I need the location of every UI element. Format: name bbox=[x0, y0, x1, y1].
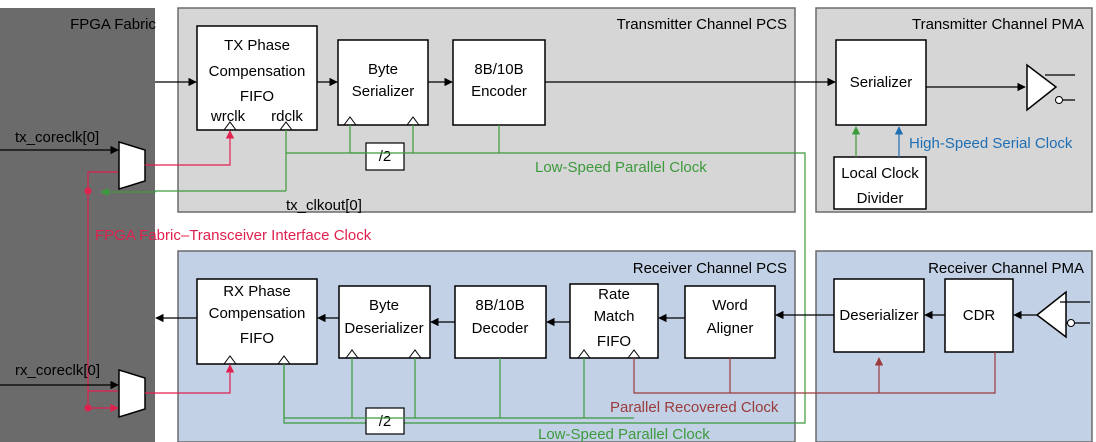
high-speed-clock-label: High-Speed Serial Clock bbox=[909, 135, 1073, 152]
rx-rate-match-clock-triangle-a bbox=[577, 349, 591, 359]
rx-rate-match-fifo bbox=[569, 283, 659, 359]
rx-byte-deserializer-clock-triangle-b bbox=[408, 349, 422, 359]
rx-rate-match-label-3: FIFO bbox=[597, 333, 631, 350]
rx-pcs-title: Receiver Channel PCS bbox=[633, 260, 787, 277]
rx-input-invert-bubble bbox=[1067, 319, 1075, 327]
tx-encoder-label-1: 8B/10B bbox=[474, 61, 523, 78]
rx-deserializer bbox=[833, 278, 925, 353]
tx-byte-serializer-clock-triangle-b bbox=[406, 116, 420, 126]
rx-phase-fifo-label-1: RX Phase bbox=[223, 283, 291, 300]
rx-div2-label: /2 bbox=[379, 413, 392, 430]
tx-byte-serializer-clock-triangle-a bbox=[343, 116, 357, 126]
interface-clock-junction-bottom bbox=[84, 404, 92, 412]
tx-byte-serializer bbox=[337, 39, 429, 126]
rx-rate-match-label-1: Rate bbox=[598, 286, 630, 303]
tx-encoder-label-2: Encoder bbox=[471, 83, 527, 100]
rx-byte-deserializer-label-1: Byte bbox=[369, 297, 399, 314]
rx-byte-deserializer-clock-triangle-a bbox=[345, 349, 359, 359]
recovered-clock-label: Parallel Recovered Clock bbox=[610, 399, 779, 416]
rx-div2-block bbox=[365, 407, 405, 435]
tx-clock-mux-icon bbox=[118, 140, 146, 191]
tx-output-invert-bubble bbox=[1055, 96, 1063, 104]
tx-pma-title: Transmitter Channel PMA bbox=[912, 16, 1084, 33]
fpga-fabric-title: FPGA Fabric bbox=[70, 16, 156, 33]
rx-cdr bbox=[944, 278, 1014, 353]
rx-word-aligner-label-2: Aligner bbox=[707, 320, 754, 337]
rx-decoder-label-2: Decoder bbox=[472, 320, 529, 337]
interface-clock-line bbox=[87, 171, 119, 413]
tx-rdclk-label: rdclk bbox=[271, 108, 303, 125]
tx-wrclk-line bbox=[145, 130, 235, 166]
interface-clock-label: FPGA Fabric–Transceiver Interface Clock bbox=[95, 227, 372, 244]
tx-div2-block bbox=[365, 142, 405, 171]
tx-serializer bbox=[835, 39, 927, 126]
tx-serializer-label: Serializer bbox=[850, 74, 913, 91]
rx-decoder-label-1: 8B/10B bbox=[475, 297, 524, 314]
rx-rate-match-label-2: Match bbox=[594, 308, 635, 325]
tx-coreclk-label: tx_coreclk[0] bbox=[15, 129, 99, 146]
rx-low-speed-clock-label: Low-Speed Parallel Clock bbox=[538, 426, 710, 442]
rx-word-aligner bbox=[684, 285, 776, 359]
tx-div2-label: /2 bbox=[379, 148, 392, 165]
tx-phase-fifo-label-3: FIFO bbox=[240, 88, 274, 105]
rx-phase-fifo-label-3: FIFO bbox=[240, 330, 274, 347]
rx-phase-compensation-fifo bbox=[196, 278, 318, 365]
rx-cdr-label: CDR bbox=[963, 307, 996, 324]
rx-fifo-clock-triangle-b bbox=[277, 355, 291, 365]
local-clock-divider-label-2: Divider bbox=[857, 190, 904, 207]
rx-word-aligner-label-1: Word bbox=[712, 297, 748, 314]
local-clock-divider-label-1: Local Clock bbox=[841, 165, 919, 182]
rx-fifo-clock-line bbox=[145, 364, 235, 394]
tx-phase-fifo-label-2: Compensation bbox=[209, 63, 306, 80]
rx-fifo-clock-triangle-a bbox=[223, 355, 237, 365]
rx-coreclk-label: rx_coreclk[0] bbox=[15, 362, 100, 379]
interface-clock-junction-top bbox=[84, 187, 92, 195]
local-clock-divider bbox=[833, 156, 927, 210]
rx-byte-deserializer-label-2: Deserializer bbox=[344, 320, 423, 337]
tx-low-speed-clock-label: Low-Speed Parallel Clock bbox=[535, 159, 707, 176]
rx-byte-deserializer bbox=[338, 285, 431, 359]
rx-clock-mux-icon bbox=[118, 368, 146, 419]
recovered-clock-line bbox=[633, 352, 996, 394]
tx-output-buffer-icon bbox=[1026, 63, 1058, 112]
rx-input-buffer-icon bbox=[1035, 290, 1067, 339]
tx-rdclk-clock-triangle bbox=[279, 121, 293, 131]
tx-clkout-label: tx_clkout[0] bbox=[286, 197, 362, 214]
tx-byte-serializer-label-2: Serializer bbox=[352, 83, 415, 100]
rx-phase-fifo-label-2: Compensation bbox=[209, 305, 306, 322]
tx-wrclk-label: wrclk bbox=[210, 108, 246, 125]
tx-clkout-line bbox=[100, 187, 286, 197]
rx-rate-match-clock-triangle-b bbox=[627, 349, 641, 359]
tx-phase-compensation-fifo bbox=[196, 25, 318, 131]
tx-byte-serializer-label-1: Byte bbox=[368, 61, 398, 78]
rx-deserializer-label: Deserializer bbox=[839, 307, 918, 324]
rx-pma-title: Receiver Channel PMA bbox=[928, 260, 1084, 277]
tx-wrclk-clock-triangle bbox=[223, 121, 237, 131]
fpga-fabric-region bbox=[0, 8, 155, 442]
tx-phase-fifo-label-1: TX Phase bbox=[224, 37, 290, 54]
tx-pcs-title: Transmitter Channel PCS bbox=[617, 16, 787, 33]
